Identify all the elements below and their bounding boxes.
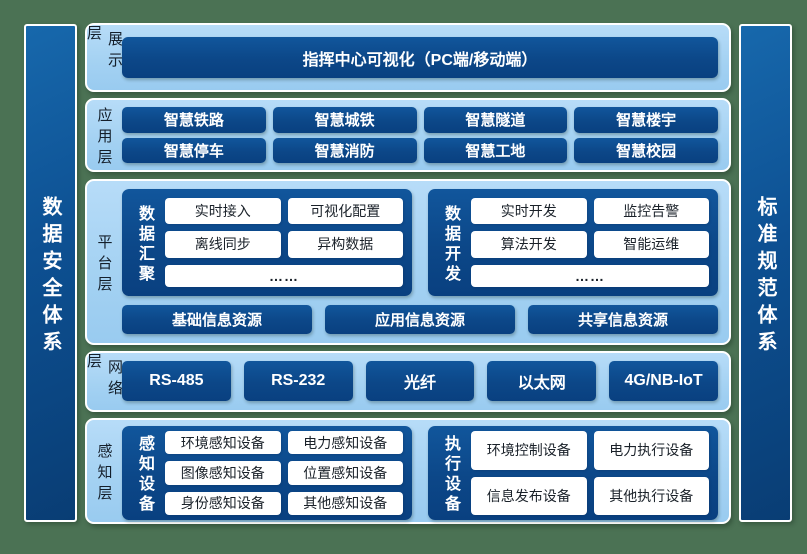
pillar-standards-label: 标准规范体系 [754, 195, 776, 358]
item-intelligent-ops: 智能运维 [593, 231, 709, 258]
group-actuating-devices: 执行设备 环境控制设备 电力执行设备 信息发布设备 其他执行设备 [428, 426, 718, 520]
pillar-data-security: 数据安全体系 [24, 24, 77, 522]
layer-panel-network: 网络层 RS-485 RS-232 光纤 以太网 4G/NB-IoT [85, 351, 731, 412]
group-label-data-aggregation: 数据汇聚 [136, 204, 153, 285]
application-content: 智慧铁路 智慧城铁 智慧隧道 智慧楼宇 智慧停车 智慧消防 智慧工地 智慧校园 [121, 100, 729, 170]
app-box-metro: 智慧城铁 [272, 107, 417, 133]
item-identity-sensing: 身份感知设备 [165, 491, 281, 515]
item-realtime-access: 实时接入 [165, 198, 281, 225]
layer-panel-application: 应用层 智慧铁路 智慧城铁 智慧隧道 智慧楼宇 智慧停车 智慧消防 智慧工地 智… [85, 98, 731, 172]
application-grid: 智慧铁路 智慧城铁 智慧隧道 智慧楼宇 智慧停车 智慧消防 智慧工地 智慧校园 [121, 100, 729, 170]
app-box-construction: 智慧工地 [423, 137, 568, 163]
pillar-standards: 标准规范体系 [739, 24, 792, 522]
app-box-building: 智慧楼宇 [574, 107, 718, 133]
item-realtime-dev: 实时开发 [471, 198, 587, 225]
group-data-aggregation: 数据汇聚 实时接入 可视化配置 离线同步 异构数据 …… [122, 189, 412, 296]
resource-shared-info: 共享信息资源 [528, 305, 718, 334]
group-label-data-development: 数据开发 [442, 204, 459, 285]
data-aggregation-items: 实时接入 可视化配置 离线同步 异构数据 …… [165, 198, 403, 287]
layer-panel-display: 展示层 指挥中心可视化（PC端/移动端） [85, 23, 731, 92]
item-visual-config: 可视化配置 [287, 198, 403, 225]
net-box-4g-nbiot: 4G/NB-IoT [609, 361, 718, 401]
app-box-fire: 智慧消防 [272, 137, 417, 163]
item-power-actuating: 电力执行设备 [593, 431, 709, 470]
item-aggregation-more: …… [165, 264, 403, 287]
item-env-control: 环境控制设备 [471, 431, 587, 470]
item-heterogeneous-data: 异构数据 [287, 231, 403, 258]
layer-stack: 展示层 指挥中心可视化（PC端/移动端） 应用层 智慧铁路 智慧城铁 智慧隧道 … [85, 23, 731, 524]
item-other-actuating: 其他执行设备 [593, 476, 709, 515]
layer-panel-perception: 感知层 感知设备 环境感知设备 电力感知设备 图像感知设备 位置感知设备 身份感… [85, 418, 731, 524]
layer-panel-platform: 平台层 数据汇聚 实时接入 可视化配置 离线同步 异构数据 …… [85, 179, 731, 345]
net-box-rs232: RS-232 [243, 361, 353, 401]
item-power-sensing: 电力感知设备 [287, 431, 403, 455]
app-box-railway: 智慧铁路 [122, 107, 266, 133]
resource-app-info: 应用信息资源 [325, 305, 515, 334]
platform-groups: 数据汇聚 实时接入 可视化配置 离线同步 异构数据 …… 数据开发 [122, 189, 718, 296]
layer-label-display: 展示层 [85, 25, 123, 73]
item-monitor-alert: 监控告警 [593, 198, 709, 225]
network-content: RS-485 RS-232 光纤 以太网 4G/NB-IoT [121, 353, 729, 410]
item-other-sensing: 其他感知设备 [287, 491, 403, 515]
layer-label-application: 应用层 [95, 106, 113, 170]
display-content: 指挥中心可视化（PC端/移动端） [121, 25, 729, 90]
app-box-tunnel: 智慧隧道 [423, 107, 568, 133]
app-box-parking: 智慧停车 [122, 137, 266, 163]
perception-body: 感知设备 环境感知设备 电力感知设备 图像感知设备 位置感知设备 身份感知设备 … [121, 420, 729, 528]
resource-row: 基础信息资源 应用信息资源 共享信息资源 [122, 305, 718, 334]
network-row: RS-485 RS-232 光纤 以太网 4G/NB-IoT [121, 353, 729, 410]
command-center-box: 指挥中心可视化（PC端/移动端） [122, 37, 718, 78]
item-info-publishing: 信息发布设备 [471, 476, 587, 515]
perception-content: 感知设备 环境感知设备 电力感知设备 图像感知设备 位置感知设备 身份感知设备 … [121, 420, 729, 522]
item-development-more: …… [471, 264, 709, 287]
item-env-sensing: 环境感知设备 [165, 431, 281, 455]
item-algorithm-dev: 算法开发 [471, 231, 587, 258]
resource-basic-info: 基础信息资源 [122, 305, 312, 334]
app-box-campus: 智慧校园 [574, 137, 718, 163]
group-data-development: 数据开发 实时开发 监控告警 算法开发 智能运维 …… [428, 189, 718, 296]
layer-label-network: 网络层 [85, 353, 123, 401]
net-box-fiber: 光纤 [365, 361, 475, 401]
sensing-device-items: 环境感知设备 电力感知设备 图像感知设备 位置感知设备 身份感知设备 其他感知设… [165, 431, 403, 515]
item-image-sensing: 图像感知设备 [165, 461, 281, 485]
pillar-data-security-label: 数据安全体系 [39, 195, 61, 358]
net-box-rs485: RS-485 [122, 361, 231, 401]
layer-label-perception: 感知层 [95, 442, 113, 506]
data-development-items: 实时开发 监控告警 算法开发 智能运维 …… [471, 198, 709, 287]
group-sensing-devices: 感知设备 环境感知设备 电力感知设备 图像感知设备 位置感知设备 身份感知设备 … [122, 426, 412, 520]
net-box-ethernet: 以太网 [487, 361, 597, 401]
platform-body: 数据汇聚 实时接入 可视化配置 离线同步 异构数据 …… 数据开发 [121, 181, 729, 343]
item-position-sensing: 位置感知设备 [287, 461, 403, 485]
group-label-actuating-devices: 执行设备 [442, 435, 459, 515]
actuating-device-items: 环境控制设备 电力执行设备 信息发布设备 其他执行设备 [471, 431, 709, 515]
item-offline-sync: 离线同步 [165, 231, 281, 258]
group-label-sensing-devices: 感知设备 [136, 435, 153, 515]
layer-label-platform: 平台层 [95, 233, 113, 297]
platform-content: 数据汇聚 实时接入 可视化配置 离线同步 异构数据 …… 数据开发 [121, 181, 729, 343]
